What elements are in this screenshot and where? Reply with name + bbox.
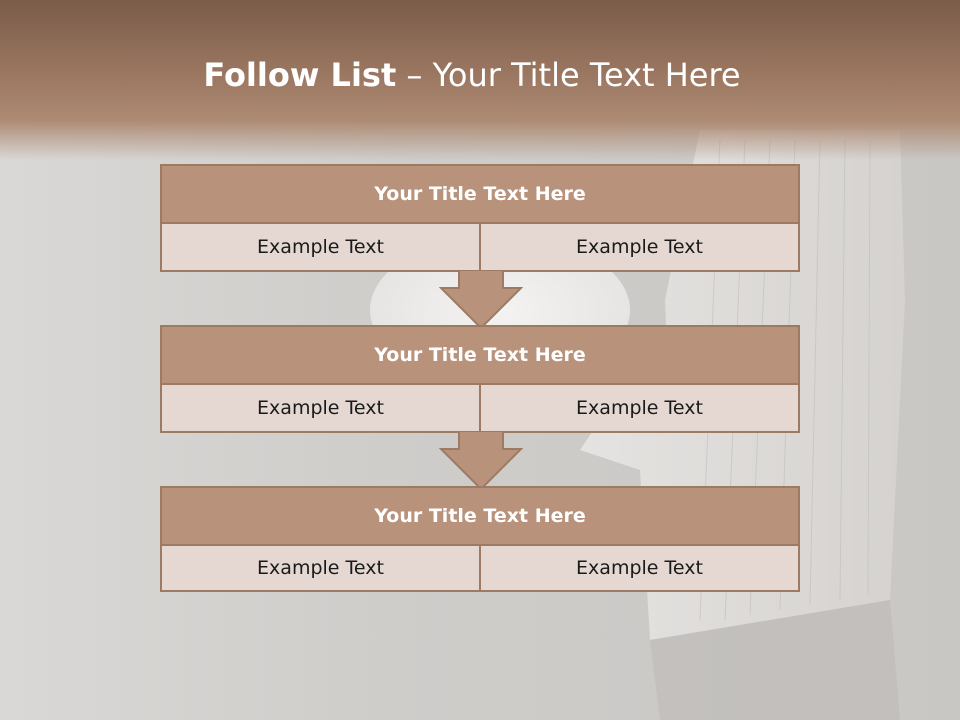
step-cell-right: Example Text <box>479 546 798 590</box>
step-title: Your Title Text Here <box>162 488 798 546</box>
step-cell-right: Example Text <box>479 224 798 270</box>
step-block-3: Your Title Text Here Example Text Exampl… <box>160 486 800 592</box>
down-arrow-icon <box>439 431 523 491</box>
step-block-1: Your Title Text Here Example Text Exampl… <box>160 164 800 272</box>
step-cell-left: Example Text <box>162 546 479 590</box>
down-arrow-icon <box>439 270 523 330</box>
step-title: Your Title Text Here <box>162 327 798 385</box>
step-block-2: Your Title Text Here Example Text Exampl… <box>160 325 800 433</box>
step-cell-left: Example Text <box>162 385 479 431</box>
header-band <box>0 0 960 160</box>
step-cell-right: Example Text <box>479 385 798 431</box>
step-title: Your Title Text Here <box>162 166 798 224</box>
step-cell-left: Example Text <box>162 224 479 270</box>
slide-title-rest: – Your Title Text Here <box>396 56 741 94</box>
slide-title: Follow List – Your Title Text Here <box>0 56 944 94</box>
slide-title-bold: Follow List <box>203 56 397 94</box>
